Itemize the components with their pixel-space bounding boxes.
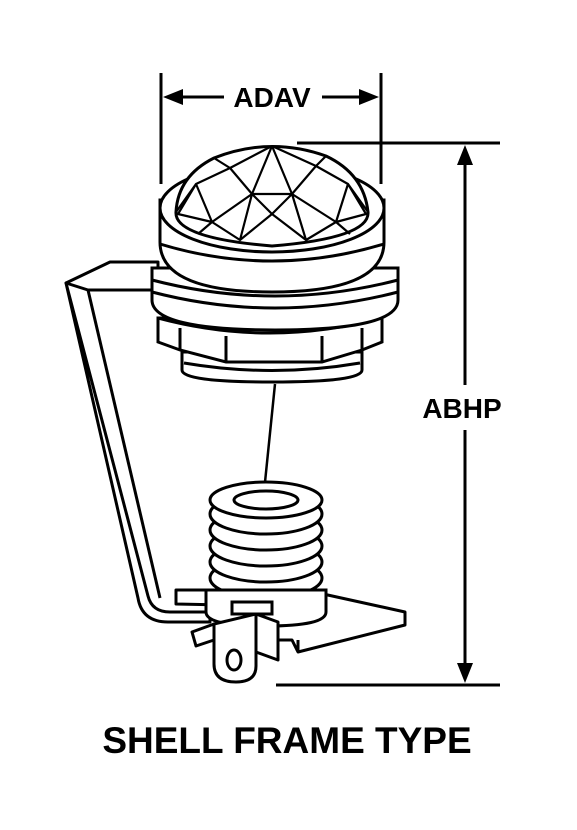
width-arrowhead-right bbox=[359, 89, 379, 105]
upper-thread-line-2 bbox=[151, 290, 399, 310]
upper-thread-line-1 bbox=[151, 278, 399, 298]
height-arrowhead-bottom bbox=[457, 663, 473, 683]
jewel-lens bbox=[174, 144, 370, 248]
height-dimension bbox=[276, 141, 500, 687]
lens-facets bbox=[175, 144, 369, 242]
jewel-lens-outline bbox=[174, 144, 370, 248]
width-dimension-label: ADAV bbox=[233, 82, 311, 113]
terminal-bend-left bbox=[190, 622, 216, 648]
bracket-arm-inner-edge bbox=[86, 289, 162, 599]
solder-terminal bbox=[190, 612, 280, 684]
terminal-hole bbox=[225, 648, 243, 672]
terminal-lug bbox=[212, 612, 258, 684]
width-dimension bbox=[159, 73, 383, 184]
bezel-lower-edge bbox=[159, 242, 385, 263]
spring-coil-inner bbox=[232, 489, 300, 511]
height-arrowhead-top bbox=[457, 145, 473, 165]
center-wire bbox=[262, 383, 277, 493]
width-arrowhead-left bbox=[163, 89, 183, 105]
diagram-caption: SHELL FRAME TYPE bbox=[102, 720, 471, 761]
socket-collar-slot bbox=[230, 600, 274, 616]
bracket-top-lip bbox=[64, 260, 160, 292]
lower-thread-line bbox=[183, 361, 361, 372]
spring-socket bbox=[204, 480, 328, 628]
terminal-side-tab bbox=[254, 612, 280, 662]
height-dimension-label: ABHP bbox=[422, 393, 501, 424]
